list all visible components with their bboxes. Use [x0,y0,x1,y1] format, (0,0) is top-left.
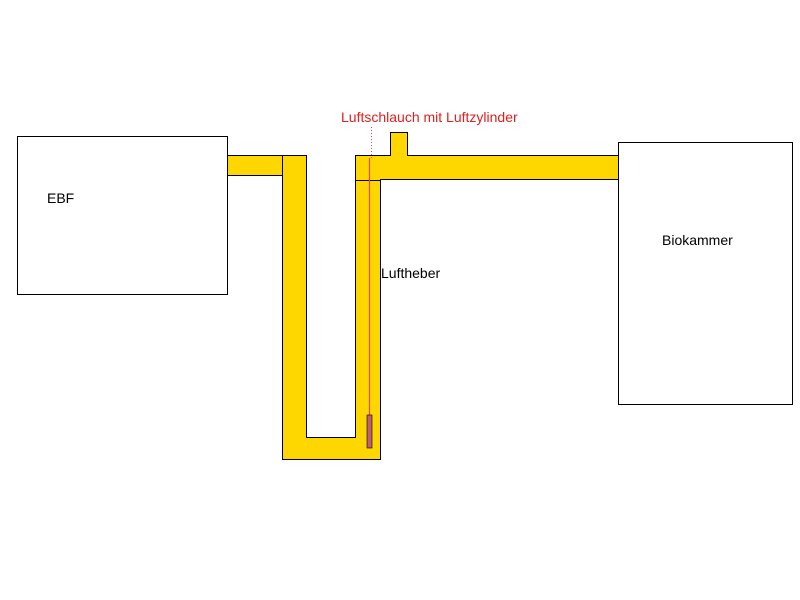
luftheber-label: Luftheber [381,265,440,281]
biokammer-label: Biokammer [662,232,733,248]
ebf-label: EBF [47,190,74,206]
biokammer-tank [618,142,793,405]
ebf-tank [17,136,228,295]
air-cylinder [366,414,373,449]
pipe-ebf-outlet [227,155,286,176]
pipe-u-tube [282,155,381,460]
air-hose-label: Luftschlauch mit Luftzylinder [341,109,518,125]
pipe-biokammer-inlet [355,132,619,181]
